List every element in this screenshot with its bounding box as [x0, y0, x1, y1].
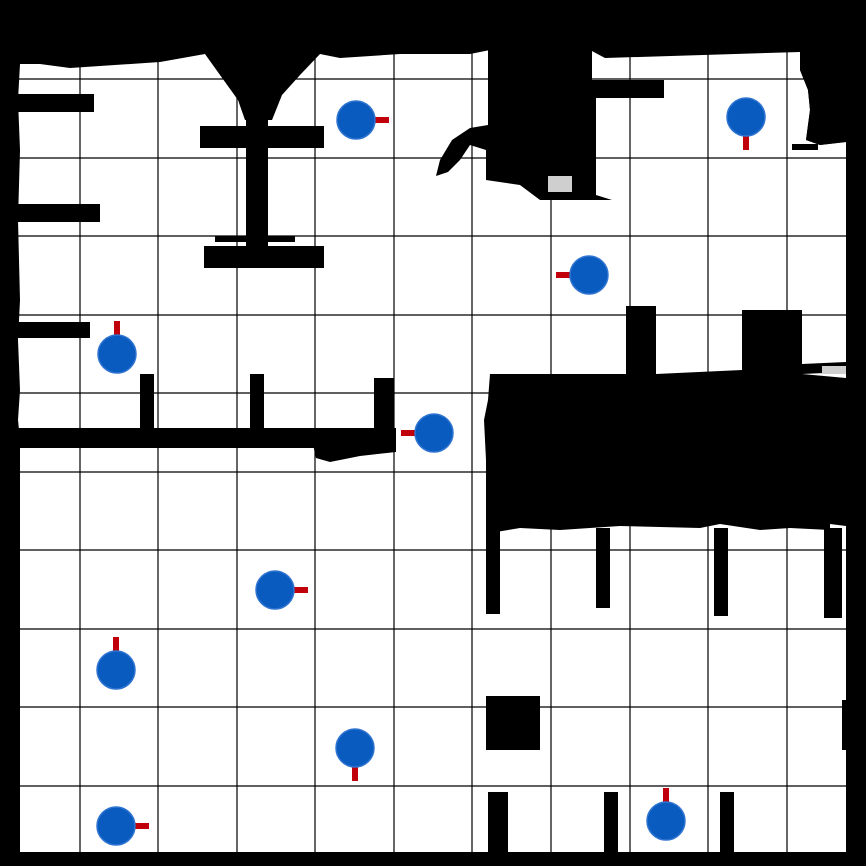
wall-mid-post-3 — [374, 378, 394, 432]
wall-leg-4 — [824, 528, 842, 618]
agent-body-icon[interactable] — [336, 100, 376, 140]
wall-mid-blob — [312, 440, 396, 462]
wall-leg-1 — [486, 528, 500, 614]
robot-agent[interactable] — [646, 788, 686, 841]
agent-body-icon[interactable] — [255, 570, 295, 610]
robot-agent[interactable] — [336, 100, 389, 140]
agent-body-icon[interactable] — [569, 255, 609, 295]
robot-agent[interactable] — [556, 255, 609, 295]
wall-upper-foot — [204, 246, 324, 268]
agent-body-icon[interactable] — [96, 650, 136, 690]
robot-agent[interactable] — [335, 728, 375, 781]
wall-upper-foot-bits — [215, 236, 295, 242]
wall-big-block — [484, 306, 846, 532]
wall-left-stub-3 — [18, 322, 90, 338]
wall-mid-post-2 — [250, 374, 264, 432]
wall-upper-stem — [246, 120, 268, 250]
wall-funnel — [205, 54, 320, 120]
agent-body-icon[interactable] — [414, 413, 454, 453]
agent-body-icon[interactable] — [335, 728, 375, 768]
agent-body-icon[interactable] — [96, 806, 136, 846]
wall-bottom-post-1 — [488, 792, 508, 854]
agent-body-icon[interactable] — [97, 334, 137, 374]
wall-bottom-post-2 — [604, 792, 618, 854]
agent-body-icon[interactable] — [726, 97, 766, 137]
wall-left-stub-1 — [18, 94, 94, 112]
robot-agent[interactable] — [255, 570, 308, 610]
wall-bottom-post-3 — [720, 792, 734, 854]
wall-right-notch — [842, 700, 846, 750]
obstacles — [18, 50, 846, 854]
robot-agent[interactable] — [96, 806, 149, 846]
unknown-right-patch — [822, 366, 846, 374]
wall-square — [486, 696, 540, 750]
agent-body-icon[interactable] — [646, 801, 686, 841]
wall-leg-3 — [714, 528, 728, 616]
wall-top-right-ledge — [792, 144, 818, 150]
robot-agent[interactable] — [96, 637, 136, 690]
wall-top-right — [800, 52, 846, 145]
wall-left-stub-2 — [18, 204, 100, 222]
robot-agent[interactable] — [726, 97, 766, 150]
wall-leg-2 — [596, 528, 610, 608]
robot-agent[interactable] — [401, 413, 454, 453]
wall-top-blob — [436, 50, 664, 200]
wall-mid-post-1 — [140, 374, 154, 432]
robot-agent[interactable] — [97, 321, 137, 374]
wall-mid-horizontal — [18, 428, 396, 448]
agents-layer — [96, 97, 766, 846]
unknown-patch — [548, 176, 572, 192]
